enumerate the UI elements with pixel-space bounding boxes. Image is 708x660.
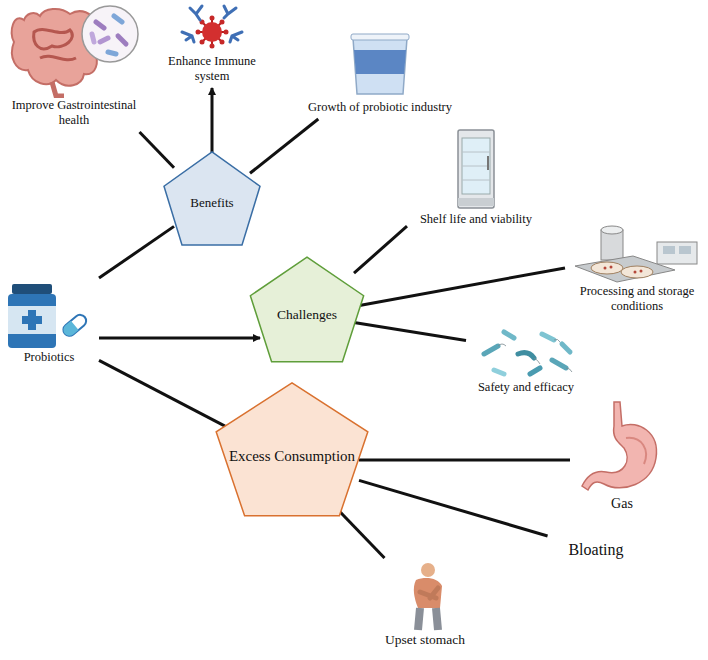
node-label: Shelf life and viability	[411, 212, 541, 227]
node-label: Processing and storage conditions	[569, 284, 705, 314]
node-label: Upset stomach	[373, 632, 477, 648]
connector-line	[99, 337, 260, 340]
connector-line	[99, 360, 225, 426]
processing-equipment-icon	[571, 224, 703, 284]
intestine-icon	[4, 2, 144, 98]
icon-node: Improve Gastrointestinal health	[3, 2, 145, 128]
connector-line	[250, 119, 318, 173]
node-label: Excess Consumption	[229, 380, 355, 520]
category-pentagon: Benefits	[162, 150, 262, 248]
probiotic-bottle-icon	[4, 282, 94, 350]
icon-node: Gas	[574, 398, 670, 513]
connector-line	[99, 226, 174, 278]
refrigerator-icon	[454, 128, 498, 212]
virus-antibody-icon	[162, 2, 262, 54]
icon-node: Bloating	[551, 540, 641, 559]
connector-line	[354, 268, 565, 306]
icon-node: Processing and storage conditions	[569, 224, 705, 314]
icon-node: Enhance Immune system	[156, 2, 268, 84]
icon-node: Safety and efficacy	[470, 324, 582, 395]
node-label: Benefits	[172, 150, 252, 248]
node-label: Enhance Immune system	[156, 54, 268, 84]
node-label: Bloating	[551, 540, 641, 559]
bacteria-icon	[474, 324, 578, 380]
icon-node: Shelf life and viability	[411, 128, 541, 227]
connector-line	[359, 459, 570, 462]
icon-node: Probiotics	[3, 282, 95, 365]
connector-line	[336, 508, 384, 558]
icon-node: Upset stomach	[373, 562, 477, 648]
category-pentagon: Challenges	[248, 255, 366, 365]
node-label: Growth of probiotic industry	[305, 100, 455, 115]
icon-node: Growth of probiotic industry	[305, 30, 455, 115]
connector-line	[211, 88, 214, 162]
connector-line	[140, 132, 174, 168]
yogurt-cup-icon	[345, 30, 415, 100]
node-label: Safety and efficacy	[470, 380, 582, 395]
node-label: Challenges	[260, 255, 354, 365]
category-pentagon: Excess Consumption	[213, 380, 371, 520]
stomach-icon	[580, 398, 664, 496]
node-label: Improve Gastrointestinal health	[3, 98, 145, 128]
node-label: Probiotics	[3, 350, 95, 365]
node-label: Gas	[574, 496, 670, 513]
person-stomach-ache-icon	[390, 562, 460, 632]
connector-line	[359, 480, 548, 536]
connector-line	[354, 323, 466, 341]
connector-line	[354, 226, 407, 273]
